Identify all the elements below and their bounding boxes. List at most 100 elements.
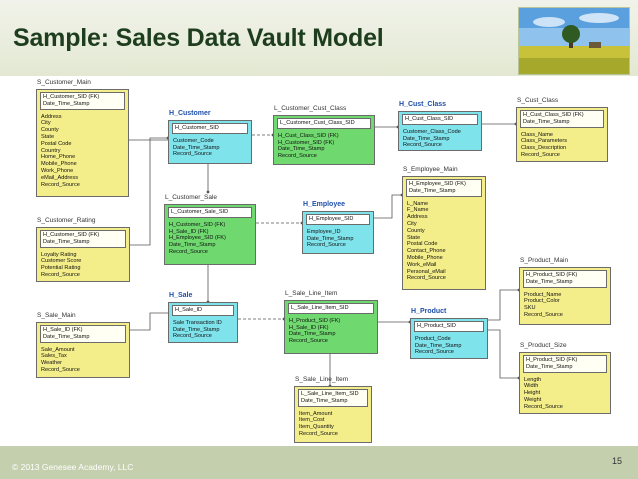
attribute: Record_Source — [289, 338, 328, 345]
attribute: Record_Source — [41, 181, 80, 188]
entity-attributes: Product_Name Product_Color SKU Record_So… — [520, 290, 610, 321]
key-field: H_Sale_ID — [175, 307, 203, 313]
key-field: Date_Time_Stamp — [409, 187, 456, 194]
entity-attributes: Customer_Code Date_Time_Stamp Record_Sou… — [169, 136, 251, 160]
attribute: Potential Rating — [41, 265, 81, 272]
attribute: Record_Source — [415, 349, 454, 356]
entity-keys: H_Product_SID — [414, 321, 484, 332]
entity-keys: H_Employee_SID (FK) Date_Time_Stamp — [406, 179, 482, 197]
entity-attributes: H_Customer_SID (FK) H_Sale_ID (FK) H_Emp… — [165, 220, 255, 258]
entity-name: H_Cust_Class — [399, 101, 447, 108]
attribute: Record_Source — [521, 151, 560, 158]
entity-attributes: Loyalty Rating Customer Score Potential … — [37, 250, 129, 281]
attribute: Class_Description — [521, 145, 567, 152]
attribute: City — [41, 120, 51, 127]
entity-attributes: Sale Transaction ID Date_Time_Stamp Reco… — [169, 318, 237, 342]
attribute: Record_Source — [41, 366, 80, 373]
entity-attributes: Customer_Class_Code Date_Time_Stamp Reco… — [399, 127, 481, 151]
attribute: Date_Time_Stamp — [173, 144, 220, 151]
attribute: Record_Source — [299, 430, 338, 437]
attribute: Width — [524, 383, 539, 390]
attribute: SKU — [524, 305, 536, 312]
attribute: Item_Quantity — [299, 424, 334, 431]
attribute: Sales_Tax — [41, 353, 67, 360]
entity-attributes: Employee_ID Date_Time_Stamp Record_Sourc… — [303, 227, 373, 251]
key-field: Date_Time_Stamp — [523, 118, 570, 125]
attribute: County — [41, 127, 59, 134]
page-number: 15 — [612, 456, 623, 466]
key-field: H_Cust_Class_SID (FK) — [523, 112, 584, 118]
attribute: Contact_Phone — [407, 248, 446, 255]
entity-name: S_Cust_Class — [517, 97, 559, 104]
attribute: Product_Color — [524, 298, 560, 305]
key-field: H_Product_SID (FK) — [526, 357, 578, 363]
entity-name: H_Customer — [169, 110, 211, 117]
entity-keys: H_Employee_SID — [306, 214, 370, 225]
entity-h-sale: H_Sale H_Sale_ID Sale Transaction ID Dat… — [168, 292, 238, 343]
entity-name: S_Sale_Main — [37, 312, 76, 319]
entity-s-sale-line-item: S_Sale_Line_Item L_Sale_Line_Item_SID Da… — [294, 376, 372, 443]
key-field: L_Customer_Cust_Class_SID — [280, 120, 355, 126]
attribute: State — [407, 234, 421, 241]
entity-s-product-main: S_Product_Main H_Product_SID (FK) Date_T… — [519, 257, 611, 325]
entity-name: S_Customer_Rating — [37, 217, 96, 224]
attribute: Work_eMail — [407, 261, 437, 268]
attribute: Class_Parameters — [521, 138, 568, 145]
entity-name: H_Product — [411, 308, 447, 315]
entity-attributes: Class_Name Class_Parameters Class_Descri… — [517, 130, 607, 161]
attribute: Record_Source — [41, 271, 80, 278]
key-field: H_Customer_SID (FK) — [43, 94, 100, 100]
attribute: Record_Source — [524, 403, 563, 410]
entity-name: S_Employee_Main — [403, 166, 458, 173]
attribute: Sale Transaction ID — [173, 319, 222, 326]
attribute: Record_Source — [169, 248, 208, 255]
attribute: H_Sale_ID (FK) — [289, 324, 329, 331]
attribute: Class_Name — [521, 131, 554, 138]
attribute: Customer_Class_Code — [403, 128, 461, 135]
entity-s-sale-main: S_Sale_Main H_Sale_ID (FK) Date_Time_Sta… — [36, 312, 130, 378]
key-field: H_Sale_ID (FK) — [43, 327, 83, 333]
attribute: Record_Source — [307, 242, 346, 249]
copyright-text: © 2013 Genesee Academy, LLC — [12, 462, 134, 472]
entity-attributes: Length Width Height Weight Record_Source — [520, 375, 610, 413]
key-field: H_Product_SID — [417, 323, 456, 329]
attribute: Customer Score — [41, 258, 82, 265]
attribute: H_Product_SID (FK) — [289, 317, 341, 324]
attribute: H_Employee_SID (FK) — [169, 235, 226, 242]
entity-keys: L_Customer_Sale_SID — [168, 207, 252, 218]
attribute: Record_Source — [278, 153, 317, 160]
entity-s-product-size: S_Product_Size H_Product_SID (FK) Date_T… — [519, 342, 611, 414]
attribute: H_Customer_SID (FK) — [169, 221, 226, 228]
attribute: Date_Time_Stamp — [169, 242, 216, 249]
entity-attributes: Address City County State Postal Code Co… — [37, 112, 128, 191]
attribute: Date_Time_Stamp — [403, 135, 450, 142]
attribute: State — [41, 133, 55, 140]
entity-name: S_Product_Size — [520, 342, 567, 349]
attribute: F_Name — [407, 207, 429, 214]
attribute: Height — [524, 390, 541, 397]
entity-name: S_Product_Main — [520, 257, 569, 264]
attribute: Record_Source — [403, 142, 442, 149]
entity-keys: H_Customer_SID (FK) Date_Time_Stamp — [40, 92, 125, 110]
key-field: H_Customer_SID — [175, 125, 219, 131]
entity-name: L_Customer_Sale — [165, 194, 218, 201]
key-field: H_Customer_SID (FK) — [43, 232, 100, 238]
entity-name: H_Sale — [169, 292, 193, 299]
key-field: H_Employee_SID — [309, 216, 354, 222]
key-field: L_Sale_Line_Item_SID — [301, 391, 359, 397]
attribute: Address — [407, 214, 428, 221]
entity-keys: H_Product_SID (FK) Date_Time_Stamp — [523, 355, 607, 373]
entity-name: S_Sale_Line_Item — [295, 376, 349, 383]
attribute: Mobile_Phone — [407, 254, 443, 261]
key-field: Date_Time_Stamp — [43, 333, 90, 340]
attribute: Product_Code — [415, 335, 451, 342]
entity-s-cust-class: S_Cust_Class H_Cust_Class_SID (FK) Date_… — [516, 97, 608, 162]
attribute: L_Name — [407, 200, 429, 207]
entity-keys: L_Customer_Cust_Class_SID — [277, 118, 371, 129]
attribute: eMail_Address — [41, 174, 78, 181]
entity-keys: H_Cust_Class_SID (FK) Date_Time_Stamp — [520, 110, 604, 128]
attribute: City — [407, 220, 417, 227]
key-field: Date_Time_Stamp — [301, 397, 348, 404]
entity-s-employee-main: S_Employee_Main H_Employee_SID (FK) Date… — [402, 166, 486, 290]
entity-keys: H_Cust_Class_SID — [402, 114, 478, 125]
